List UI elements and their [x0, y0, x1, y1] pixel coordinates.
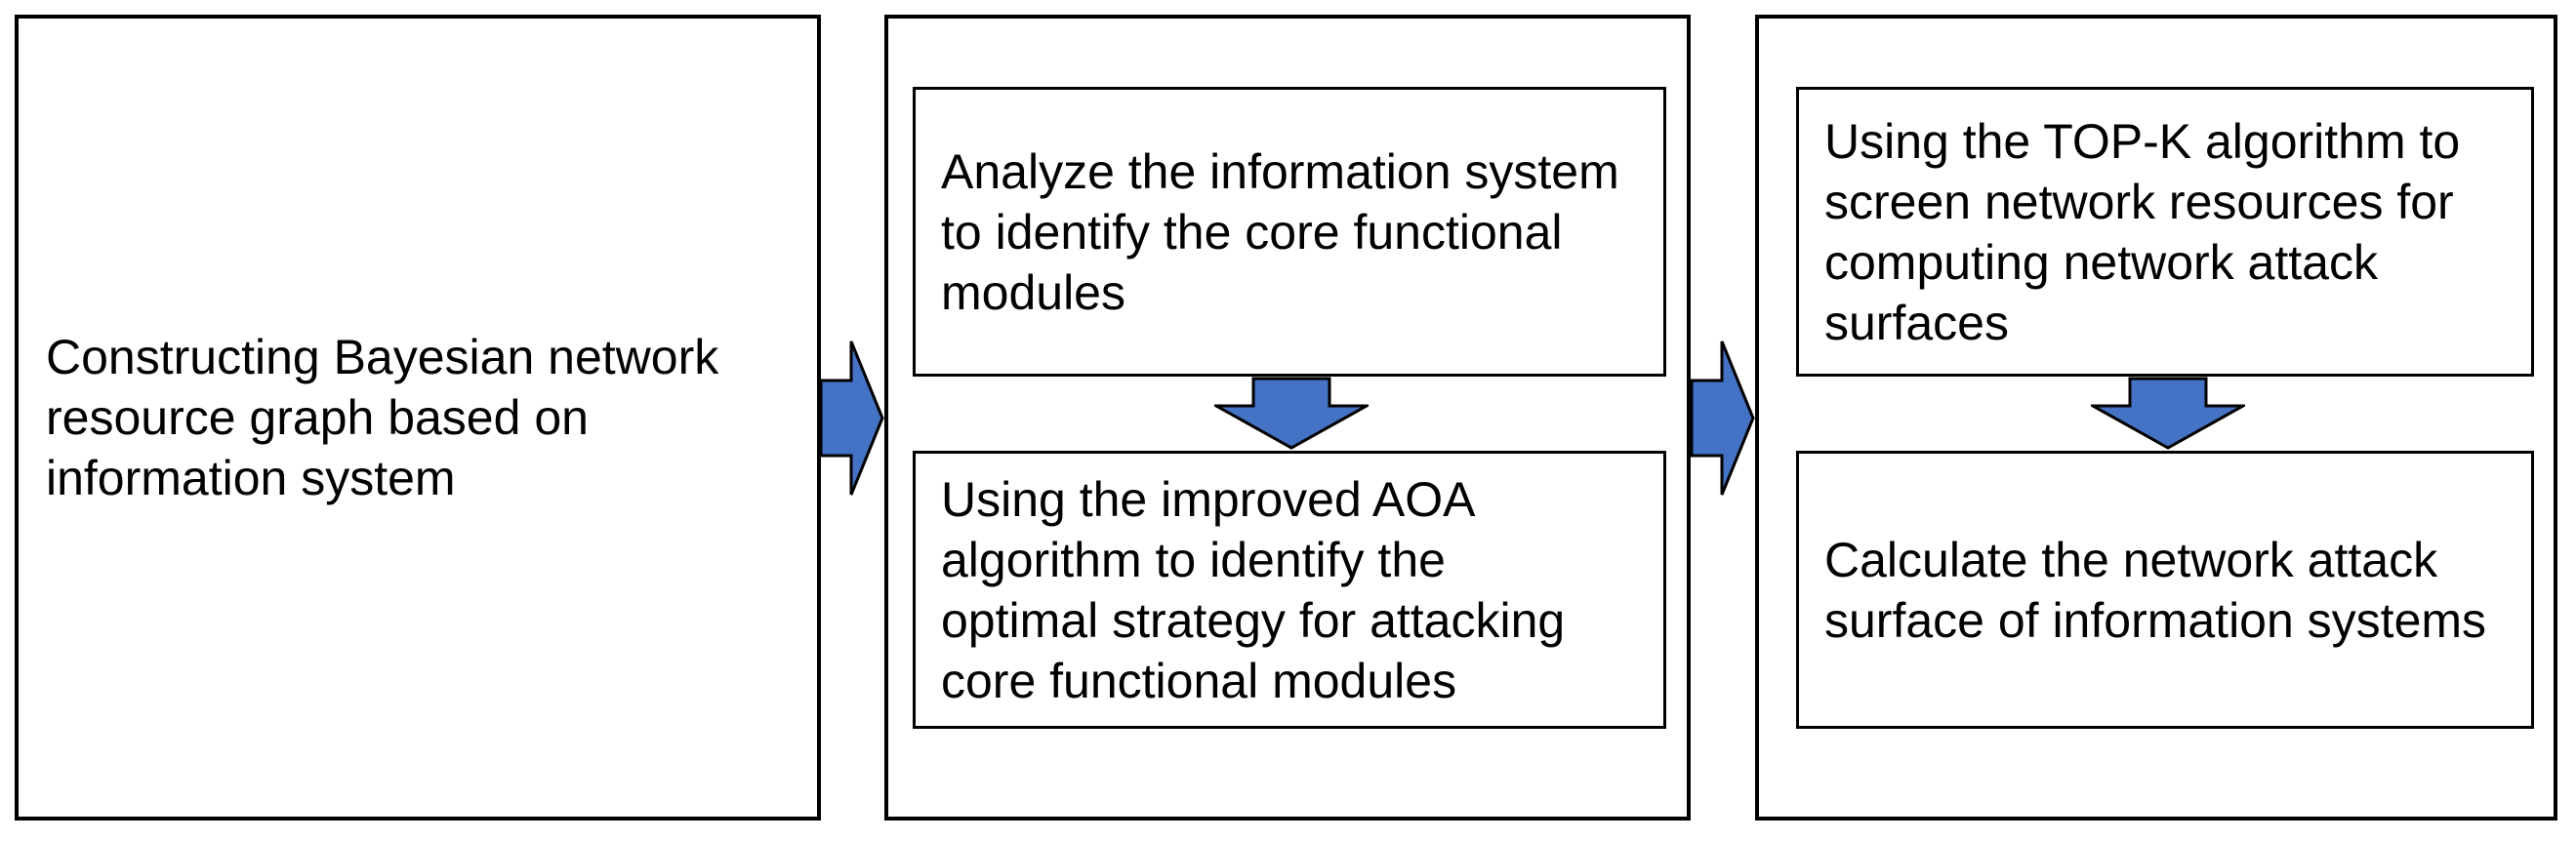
stage2-step1-box: Analyze the information system to identi…: [913, 87, 1666, 377]
stage2-step2-text: Using the improved AOA algorithm to iden…: [941, 471, 1566, 708]
stage2-step2-box: Using the improved AOA algorithm to iden…: [913, 451, 1666, 729]
right-arrow-icon: [1690, 340, 1755, 496]
stage2-box: Analyze the information system to identi…: [884, 15, 1691, 821]
down-arrow-icon: [2091, 377, 2245, 450]
right-arrow-shape: [1690, 340, 1755, 496]
stage3-step1-box: Using the TOP-K algorithm to screen netw…: [1796, 87, 2534, 377]
down-arrow-shape: [1214, 377, 1369, 450]
stage3-step2-text: Calculate the network attack surface of …: [1824, 532, 2487, 648]
right-arrow-icon: [819, 340, 884, 496]
down-arrow-icon: [1214, 377, 1369, 450]
stage1-text: Constructing Bayesian network resource g…: [46, 330, 719, 505]
stage3-box: Using the TOP-K algorithm to screen netw…: [1755, 15, 2557, 821]
stage1-box: Constructing Bayesian network resource g…: [15, 15, 821, 821]
down-arrow-shape: [2091, 377, 2245, 450]
stage2-step1-text: Analyze the information system to identi…: [941, 143, 1619, 320]
stage3-step2-box: Calculate the network attack surface of …: [1796, 451, 2534, 729]
right-arrow-shape: [819, 340, 884, 496]
stage3-step1-text: Using the TOP-K algorithm to screen netw…: [1824, 113, 2461, 350]
